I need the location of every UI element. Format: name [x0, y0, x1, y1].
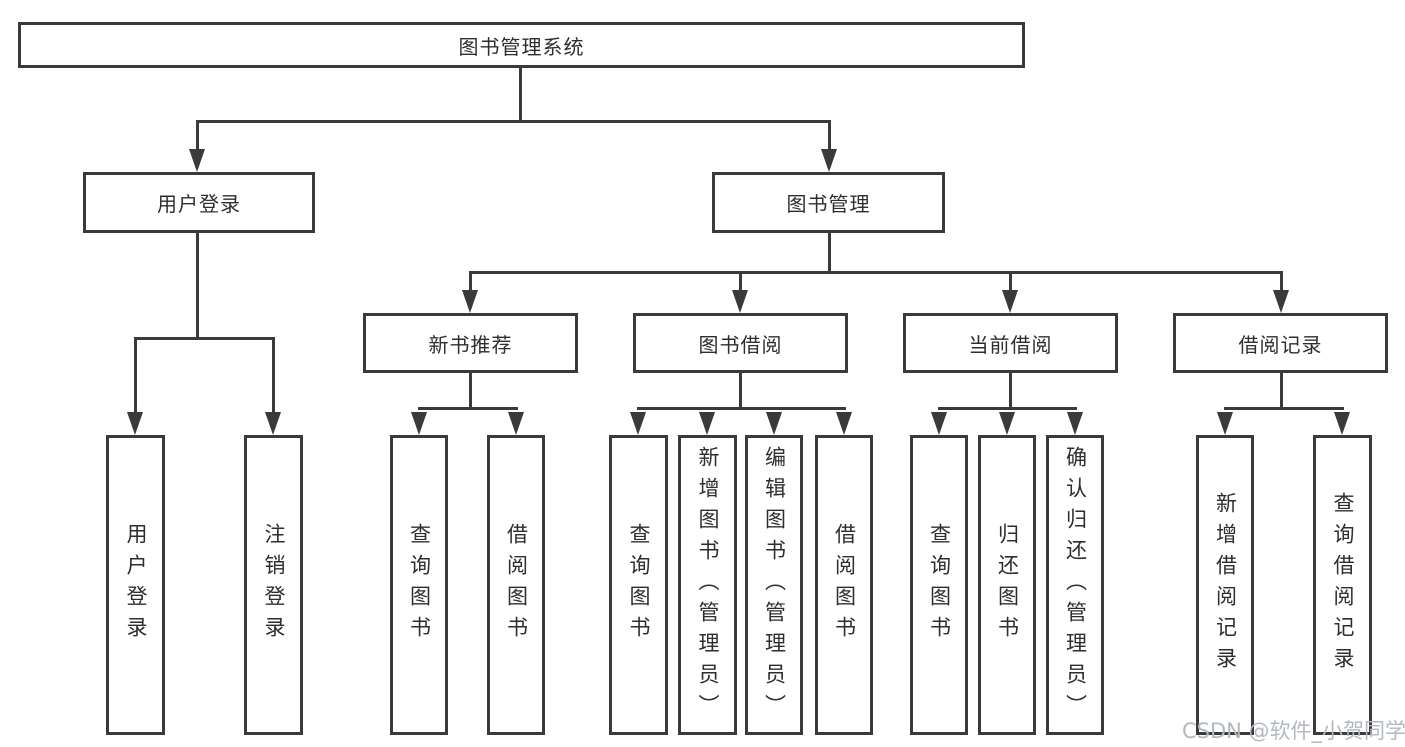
arrowhead-icon — [508, 412, 524, 435]
arrowhead-icon — [999, 412, 1015, 435]
leaf-bor-edit-books-admin: 编辑图书（管理员） — [745, 435, 803, 735]
connector-records-stem — [1280, 373, 1283, 407]
arrowhead-icon — [462, 290, 478, 313]
arrowhead-icon — [189, 149, 205, 172]
arrowhead-icon — [1067, 412, 1083, 435]
leaf-user-login-label: 用户登录 — [124, 523, 148, 647]
arrowhead-icon — [931, 412, 947, 435]
connector-current-stem — [1009, 373, 1012, 407]
connector-drop-user-login — [196, 120, 199, 152]
leaf-logout: 注销登录 — [244, 435, 303, 735]
connector-borrowing-rail — [637, 407, 846, 410]
node-root-label: 图书管理系统 — [458, 34, 585, 59]
leaf-bor-borrow-books: 借阅图书 — [815, 435, 873, 735]
leaf-rec-query-books-label: 查询图书 — [407, 523, 432, 647]
arrowhead-icon — [1002, 290, 1018, 313]
leaf-rec-borrow-books-label: 借阅图书 — [504, 523, 529, 647]
connector-new-rec-stem — [469, 373, 472, 407]
node-current-borrowing-label: 当前借阅 — [968, 332, 1053, 357]
node-root-system: 图书管理系统 — [18, 22, 1025, 68]
arrowhead-icon — [1217, 412, 1233, 435]
node-borrowing-records-label: 借阅记录 — [1238, 332, 1323, 357]
node-user-login-branch: 用户登录 — [83, 172, 315, 233]
node-user-login-branch-label: 用户登录 — [157, 192, 241, 216]
connector-drop-current — [1009, 271, 1012, 292]
connector-borrowing-stem — [739, 373, 742, 407]
leaf-records-query-label: 查询借阅记录 — [1331, 492, 1355, 678]
node-borrowing-records: 借阅记录 — [1173, 313, 1388, 373]
node-book-mgmt-branch: 图书管理 — [712, 172, 945, 233]
leaf-records-add-label: 新增借阅记录 — [1213, 492, 1238, 678]
node-book-mgmt-branch-label: 图书管理 — [786, 192, 871, 216]
connector-drop-new-rec — [469, 271, 472, 292]
connector-drop-login-leaf — [134, 337, 137, 414]
arrowhead-icon — [732, 290, 748, 313]
leaf-bor-add-books-admin-label: 新增图书（管理员） — [696, 445, 720, 725]
connector-current-rail — [938, 407, 1077, 410]
arrowhead-icon — [127, 412, 143, 435]
connector-user-stem — [196, 233, 199, 337]
leaf-user-login: 用户登录 — [106, 435, 165, 735]
leaf-cur-query-books: 查询图书 — [910, 435, 968, 735]
arrowhead-icon — [821, 149, 837, 172]
arrowhead-icon — [766, 412, 782, 435]
connector-user-rail — [134, 337, 275, 340]
leaf-cur-confirm-return-admin-label: 确认归还（管理员） — [1063, 445, 1088, 725]
leaf-cur-query-books-label: 查询图书 — [927, 523, 952, 647]
arrowhead-icon — [630, 412, 646, 435]
csdn-watermark: CSDN @软件_小贺同学 — [1182, 719, 1405, 743]
connector-new-rec-rail — [418, 407, 518, 410]
arrowhead-icon — [836, 412, 852, 435]
node-new-recommend-label: 新书推荐 — [428, 332, 513, 357]
connector-drop-borrowing — [739, 271, 742, 292]
leaf-records-query: 查询借阅记录 — [1313, 435, 1372, 735]
connector-mgmt-stem — [828, 233, 831, 271]
arrowhead-icon — [699, 412, 715, 435]
arrowhead-icon — [1334, 412, 1350, 435]
leaf-cur-confirm-return-admin: 确认归还（管理员） — [1046, 435, 1104, 735]
leaf-bor-query-books: 查询图书 — [609, 435, 668, 735]
leaf-logout-label: 注销登录 — [262, 523, 286, 647]
leaf-rec-borrow-books: 借阅图书 — [487, 435, 545, 735]
leaf-cur-return-books: 归还图书 — [978, 435, 1036, 735]
node-book-borrowing: 图书借阅 — [633, 313, 848, 373]
node-book-borrowing-label: 图书借阅 — [698, 332, 783, 357]
node-new-recommend: 新书推荐 — [363, 313, 578, 373]
leaf-bor-query-books-label: 查询图书 — [627, 523, 651, 647]
connector-level1-rail — [196, 120, 831, 123]
leaf-rec-query-books: 查询图书 — [390, 435, 448, 735]
connector-drop-book-mgmt — [828, 120, 831, 152]
connector-drop-records — [1280, 271, 1283, 292]
node-current-borrowing: 当前借阅 — [903, 313, 1118, 373]
leaf-records-add: 新增借阅记录 — [1196, 435, 1254, 735]
leaf-bor-add-books-admin: 新增图书（管理员） — [678, 435, 737, 735]
leaf-bor-borrow-books-label: 借阅图书 — [832, 523, 857, 647]
arrowhead-icon — [411, 412, 427, 435]
connector-drop-logout-leaf — [272, 337, 275, 414]
connector-records-rail — [1224, 407, 1344, 410]
arrowhead-icon — [1273, 290, 1289, 313]
arrowhead-icon — [265, 412, 281, 435]
leaf-bor-edit-books-admin-label: 编辑图书（管理员） — [762, 445, 787, 725]
connector-mgmt-rail — [469, 271, 1283, 274]
connector-root-stem — [519, 67, 522, 120]
leaf-cur-return-books-label: 归还图书 — [995, 523, 1020, 647]
